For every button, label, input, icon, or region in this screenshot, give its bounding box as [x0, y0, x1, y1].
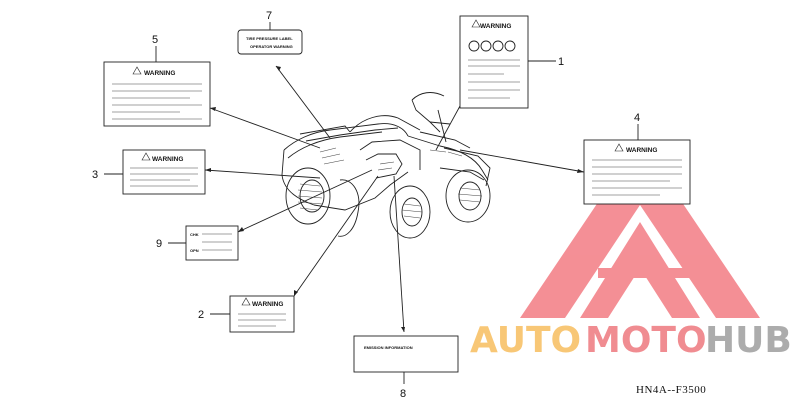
label-3: WARNING 3 [92, 149, 206, 195]
atv-illustration [281, 92, 491, 239]
label-7: TIRE PRESSURE LABEL OPERATOR WARNING 7 [237, 10, 303, 55]
leader-lines [204, 65, 585, 333]
label-1-warning-text: WARNING [480, 23, 511, 30]
callout-1: 1 [558, 56, 564, 68]
label-9-chk-text: CHK [190, 232, 199, 237]
diagram-code: HN4A--F3500 [636, 384, 706, 396]
watermark-hub-text: HUB [705, 320, 792, 361]
label-1: WARNING 1 [459, 15, 564, 109]
label-7-sub-text: OPERATOR WARNING [250, 44, 293, 49]
label-4: WARNING 4 [583, 112, 691, 205]
label-8: EMISSION INFORMATION 8 [353, 335, 459, 400]
watermark-bar [598, 268, 690, 278]
watermark-moto-text: MOTO [585, 320, 707, 361]
label-2: WARNING 2 [198, 295, 295, 333]
label-4-warning-text: WARNING [626, 147, 657, 154]
label-5: WARNING 5 [103, 34, 211, 127]
callout-7: 7 [266, 10, 272, 22]
label-2-warning-text: WARNING [252, 301, 283, 308]
callout-4: 4 [634, 112, 640, 124]
callout-2: 2 [198, 309, 204, 321]
callout-9: 9 [156, 238, 162, 250]
watermark-triangle-icon [520, 140, 760, 318]
label-5-warning-text: WARNING [144, 70, 175, 77]
label-8-emission-text: EMISSION INFORMATION [364, 345, 413, 350]
callout-8: 8 [400, 388, 406, 400]
callout-3: 3 [92, 169, 98, 181]
watermark-logo: AUTO MOTO HUB [470, 140, 792, 361]
callout-5: 5 [152, 34, 158, 46]
label-9: CHK OPN 9 [156, 225, 239, 261]
label-7-tire-text: TIRE PRESSURE LABEL [246, 36, 293, 41]
watermark-auto-text: AUTO [470, 320, 581, 361]
label-9-opn-text: OPN [190, 248, 199, 253]
label-3-warning-text: WARNING [152, 156, 183, 163]
